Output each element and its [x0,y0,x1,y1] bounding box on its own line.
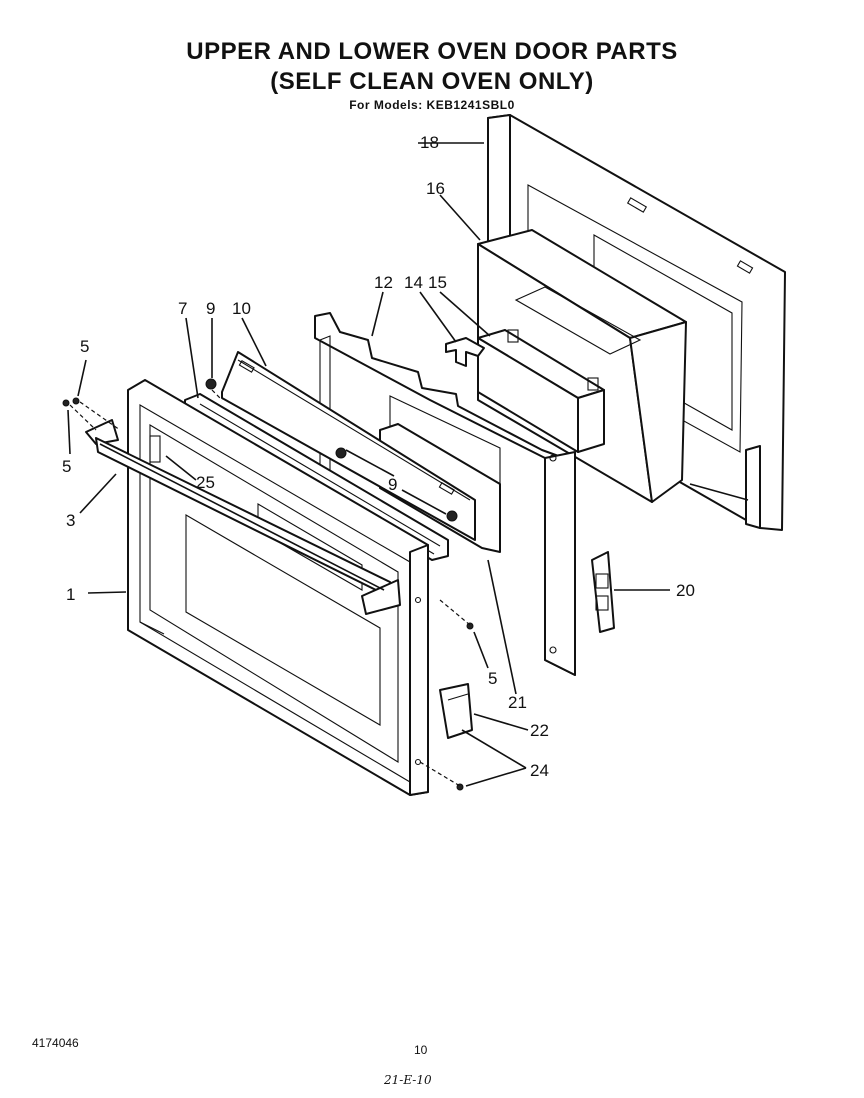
callout-18: 18 [420,133,439,152]
callout-22: 22 [530,721,549,740]
callout-24: 24 [530,761,549,780]
page-title-line-2: (SELF CLEAN OVEN ONLY) [270,68,594,95]
callout-5a: 5 [80,337,89,356]
part-14-bracket [445,337,485,367]
callout-7: 7 [178,299,187,318]
handwritten-note: 21-E-10 [384,1073,432,1087]
part-1-outer-door [127,379,429,796]
callout-16: 16 [426,179,445,198]
part-10-top-channel [221,351,476,541]
callout-9b: 9 [388,475,397,494]
leader-lines [67,142,670,787]
callout-20: 20 [676,581,695,600]
part-20-hinge-clip [591,551,615,633]
page-title-line-1: UPPER AND LOWER OVEN DOOR PARTS [186,38,678,65]
callout-10: 10 [232,299,251,318]
callout-9a: 9 [206,299,215,318]
callout-25: 25 [196,473,215,492]
callout-5b: 5 [62,457,71,476]
callout-21: 21 [508,693,527,712]
part-3-handle [85,419,401,615]
callout-1: 1 [66,585,75,604]
callout-5c: 5 [488,669,497,688]
part-15-vent-box [477,329,605,453]
models-line: For Models: KEB1241SBL0 [349,98,515,112]
callout-3: 3 [66,511,75,530]
part-12-door-liner [314,312,576,676]
screw-group [62,378,474,791]
page-number: 10 [414,1043,428,1057]
callout-14: 14 [404,273,423,292]
callout-15: 15 [428,273,447,292]
document-number: 4174046 [32,1036,79,1050]
part-22-lower-bracket [439,683,473,739]
callout-12: 12 [374,273,393,292]
